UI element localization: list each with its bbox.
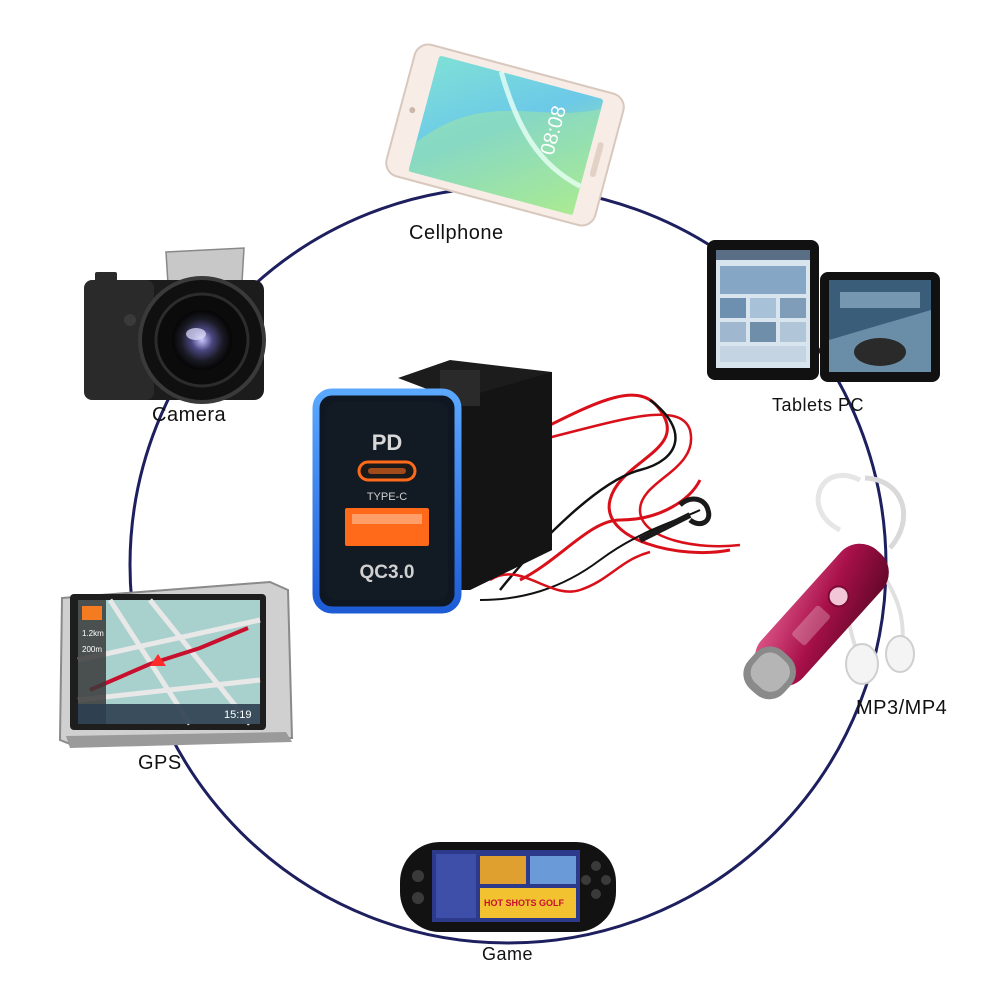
label-camera: Camera: [152, 404, 227, 426]
game-banner: HOT SHOTS GOLF: [484, 898, 565, 908]
charger-pd-label: PD: [372, 430, 403, 455]
label-mp3: MP3/MP4: [856, 697, 948, 719]
tablets-image: [707, 240, 940, 382]
label-tablets: Tablets PC: [772, 395, 865, 415]
cellphone-image: 08:08: [385, 43, 625, 227]
gps-clock: 15:19: [224, 709, 252, 721]
mp3-player-image: [743, 472, 915, 700]
gps-image: 1.2km 200m 15:19: [58, 580, 294, 748]
label-game: Game: [482, 944, 534, 964]
label-cellphone: Cellphone: [409, 222, 504, 244]
gps-distance-top: 1.2km: [82, 629, 104, 638]
label-gps: GPS: [138, 752, 182, 774]
usb-charger-image: PD TYPE-C QC3.0: [312, 360, 741, 614]
camera-image: [84, 247, 266, 404]
game-console-image: HOT SHOTS GOLF: [400, 842, 616, 932]
gps-distance-mid: 200m: [82, 645, 102, 654]
charger-typec-label: TYPE-C: [367, 491, 407, 503]
charger-qc-label: QC3.0: [360, 562, 415, 583]
